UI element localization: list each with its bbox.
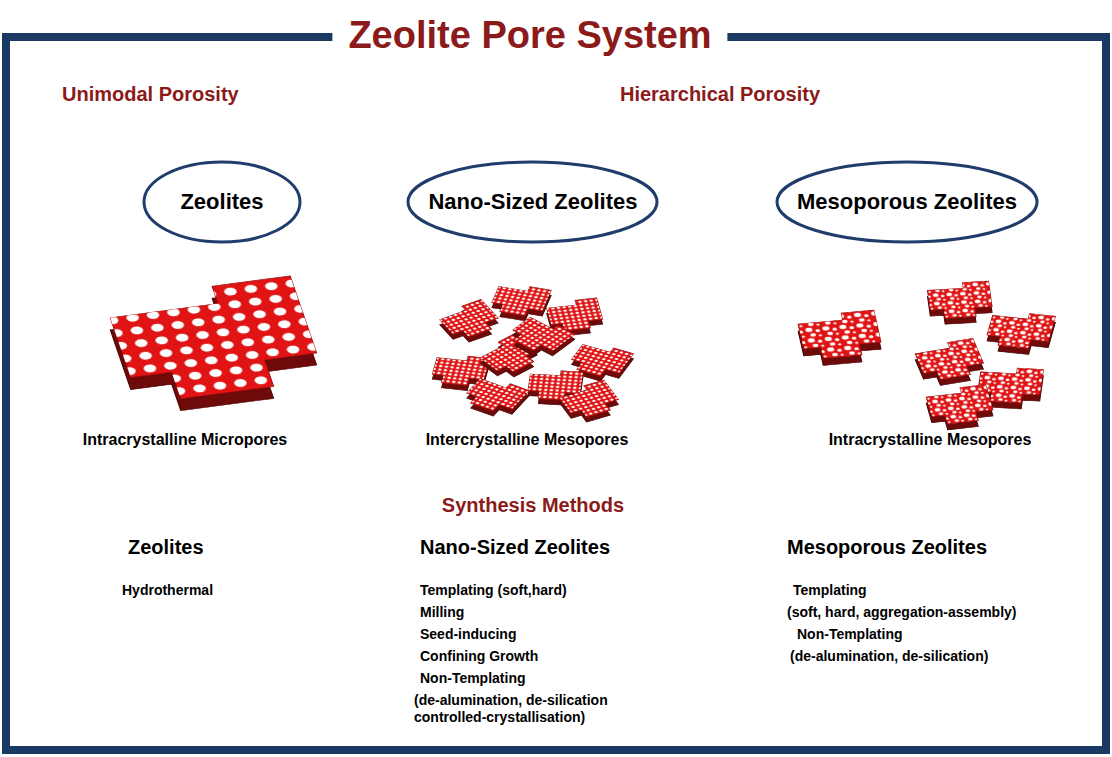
crystal-plate — [985, 310, 1056, 357]
column-heading: Zeolites — [128, 535, 204, 559]
crystal-plate — [796, 310, 883, 367]
node-label: Zeolites — [180, 189, 263, 215]
column-heading: Mesoporous Zeolites — [787, 535, 987, 559]
method-item: (de-alumination, de-silication) — [790, 648, 988, 665]
crystal-plate — [927, 281, 994, 325]
crystal-plate — [913, 338, 987, 387]
method-item: Non-Templating — [420, 670, 526, 687]
column-heading: Nano-Sized Zeolites — [420, 535, 610, 559]
crystal-plate — [557, 380, 624, 425]
method-item: (de-alumination, de-silication controlle… — [414, 692, 629, 726]
crystal-plate — [505, 314, 575, 362]
zeolite-crystals — [104, 276, 1055, 431]
ellipse-node: Nano-Sized Zeolites — [406, 160, 659, 244]
pore-caption: Intracrystalline Mesopores — [829, 430, 1032, 449]
ellipse-node: Zeolites — [142, 160, 302, 244]
section-heading: Unimodal Porosity — [62, 82, 239, 106]
method-item: Milling — [420, 604, 464, 621]
method-item: (soft, hard, aggregation-assembly) — [787, 604, 1016, 621]
crystal-plate — [461, 374, 529, 420]
pore-caption: Intercrystalline Mesopores — [426, 430, 629, 449]
node-label: Mesoporous Zeolites — [797, 189, 1017, 215]
method-item: Hydrothermal — [122, 582, 213, 599]
pore-caption: Intracrystalline Micropores — [83, 430, 288, 449]
crystal-plate — [925, 385, 996, 432]
ellipse-node: Mesoporous Zeolites — [775, 160, 1039, 244]
method-item: Non-Templating — [797, 626, 903, 643]
section-heading: Hierarchical Porosity — [620, 82, 820, 106]
crystal-plate — [104, 276, 325, 416]
outer-frame — [6, 37, 1106, 750]
method-item: Confining Growth — [420, 648, 538, 665]
method-item: Templating (soft,hard) — [420, 582, 567, 599]
section-heading: Synthesis Methods — [442, 493, 624, 517]
method-item: Seed-inducing — [420, 626, 516, 643]
crystal-plate — [489, 282, 551, 323]
diagram-title: Zeolite Pore System — [332, 14, 727, 58]
method-item: Templating — [793, 582, 867, 599]
node-label: Nano-Sized Zeolites — [428, 189, 637, 215]
